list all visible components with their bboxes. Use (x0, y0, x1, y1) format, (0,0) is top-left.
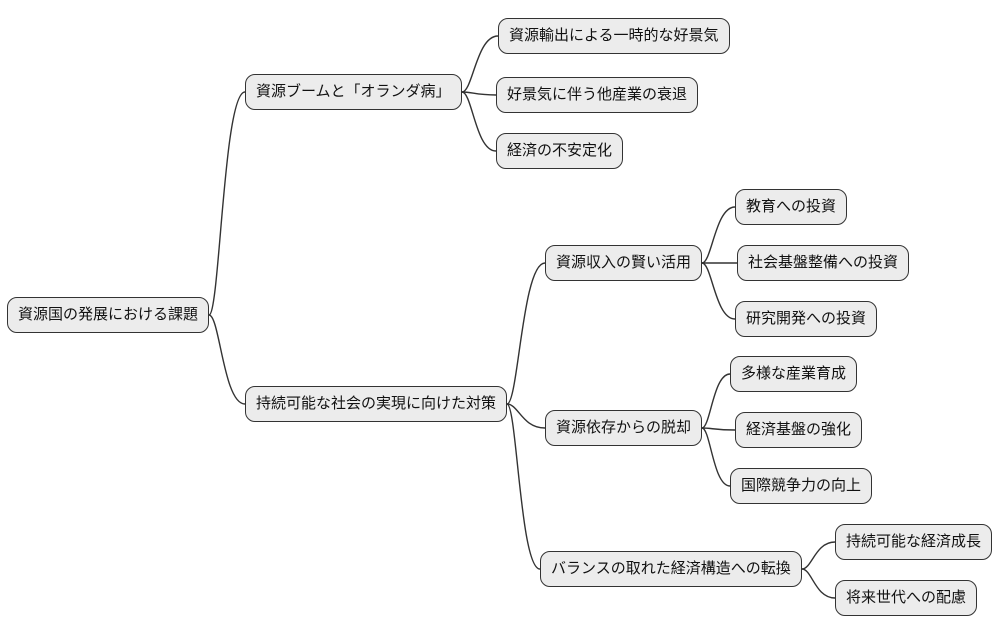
mindmap-node-b22l3: 国際競争力の向上 (730, 468, 873, 504)
mindmap-node-b22l2: 経済基盤の強化 (735, 412, 863, 448)
mindmap-node-b21l1: 教育への投資 (735, 189, 848, 225)
mindmap-node-b1l2: 好景気に伴う他産業の衰退 (496, 77, 699, 113)
mindmap-node-b21: 資源収入の賢い活用 (545, 245, 703, 281)
mindmap-node-b23l1: 持続可能な経済成長 (835, 524, 992, 560)
mindmap-node-b1: 資源ブームと「オランダ病」 (245, 74, 462, 110)
mindmap-node-b2: 持続可能な社会の実現に向けた対策 (245, 386, 508, 422)
mindmap-node-b22: 資源依存からの脱却 (545, 410, 703, 446)
mindmap-node-b1l1: 資源輸出による一時的な好景気 (498, 18, 730, 54)
mindmap-node-b21l2: 社会基盤整備への投資 (737, 245, 910, 281)
mindmap-node-b23l2: 将来世代への配慮 (835, 580, 978, 616)
mindmap-node-root: 資源国の発展における課題 (7, 297, 210, 333)
mindmap-node-b23: バランスの取れた経済構造への転換 (540, 551, 802, 587)
mindmap-node-b22l1: 多様な産業育成 (730, 356, 858, 392)
mindmap-node-b1l3: 経済の不安定化 (496, 133, 624, 169)
mindmap-node-b21l3: 研究開発への投資 (735, 301, 878, 337)
